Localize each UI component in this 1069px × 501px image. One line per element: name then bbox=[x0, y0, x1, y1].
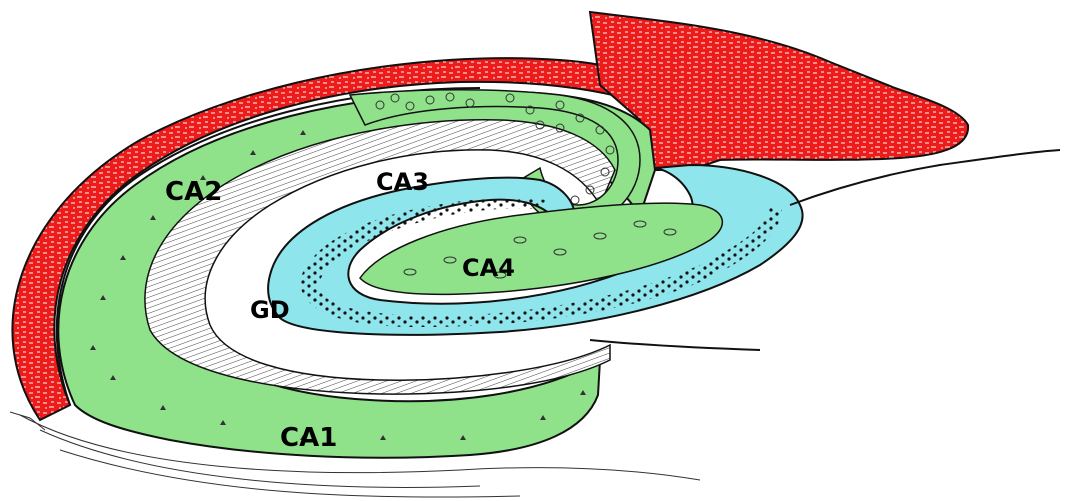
label-ca1: CA1 bbox=[280, 423, 337, 453]
label-ca3: CA3 bbox=[376, 168, 429, 196]
label-ca4: CA4 bbox=[462, 254, 515, 282]
white-matter-lower-tail bbox=[590, 340, 760, 350]
label-ca2: CA2 bbox=[165, 177, 222, 207]
label-gd: GD bbox=[250, 296, 290, 324]
